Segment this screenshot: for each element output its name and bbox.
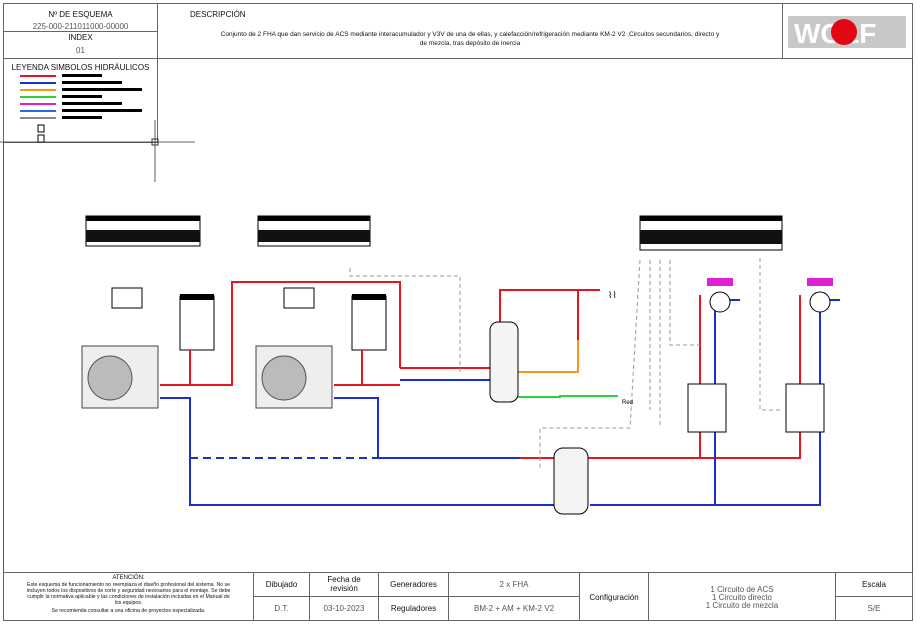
description-label: DESCRIPCIÓN [190,10,246,19]
controller-strip-1 [85,215,201,247]
water-pipe [518,395,618,398]
index-value: 01 [76,46,85,55]
attention-line-3: cumplir la normativa aplicable y las con… [27,594,230,600]
configuracion-line-1: 1 Circuito de ACS [710,585,774,594]
svg-text:⌇⌇: ⌇⌇ [608,290,617,300]
fecha-label: Fecha de revisión [327,575,361,593]
hydro-module-2 [351,295,387,351]
dibujado-value: D.T. [274,604,289,613]
configuracion-label: Configuración [589,593,639,602]
radiator-2 [807,278,833,313]
attention-title: ATENCIÓN: [112,575,145,581]
legend-box [3,58,158,143]
escala-value: S/E [867,604,881,613]
index-label: INDEX [68,33,93,42]
wolf-logo: WOLF [788,16,906,49]
control-wires [349,258,780,470]
dhw-pipe [518,340,579,373]
legend-redacted-label [62,102,122,105]
description-line1: Conjunto de 2 FHA que dan servicio de AC… [220,31,720,38]
scheme-number: 225-000-211011000-00000 [32,22,129,31]
attention-line-5: Se recomienda consultar a una oficina de… [51,608,206,614]
escala-label: Escala [861,580,886,589]
heat-pump-1 [81,345,159,409]
configuracion-line-3: 1 Circuito de mezcla [705,601,779,610]
room-controller-2 [283,287,315,309]
pump-group-1 [687,383,727,433]
generadores-value: 2 x FHA [499,580,529,589]
scheme-label: Nº DE ESQUEMA [48,10,113,19]
legend-redacted-label [62,81,122,84]
heat-pump-2 [255,345,333,409]
reguladores-value: BM-2 + AM + KM-2 V2 [473,604,555,613]
hydro-module-1 [179,295,215,351]
legend-redacted-label [62,74,102,77]
dhw-cylinder [489,321,519,403]
reguladores-label: Reguladores [390,604,437,613]
legend-title: LEYENDA SIMBOLOS HIDRÁULICOS [11,63,150,72]
attention-line-4: los equipos. [114,600,143,606]
legend-redacted-label [62,95,102,98]
hydraulic-diagram: Red ⌇⌇ [81,215,840,515]
fecha-value: 03-10-2023 [323,604,365,613]
network-label: Red [622,400,633,406]
legend-symbols [20,74,142,143]
legend-redacted-label [62,88,142,91]
room-controller-1 [111,287,143,309]
attention-line-1: Este esquema de funcionamiento no reempl… [26,582,230,588]
generadores-label: Generadores [390,580,437,589]
radiator-1 [707,278,733,313]
pump-group-2 [785,383,825,433]
description-line2: de mezcla, tras depósito de inercia [419,40,521,47]
controller-strip-3 [639,215,783,251]
logo-box [782,3,913,59]
legend-redacted-label [62,109,142,112]
controller-strip-2 [257,215,371,247]
reference-crosshair [0,120,195,182]
attention-line-2: incluyen todos los dispositivos de corte… [26,588,231,594]
dibujado-label: Dibujado [265,580,298,589]
configuracion-line-2: 1 Circuito directo [711,593,773,602]
index-box [3,31,158,59]
legend-redacted-label [62,116,102,119]
buffer-tank [553,447,589,515]
